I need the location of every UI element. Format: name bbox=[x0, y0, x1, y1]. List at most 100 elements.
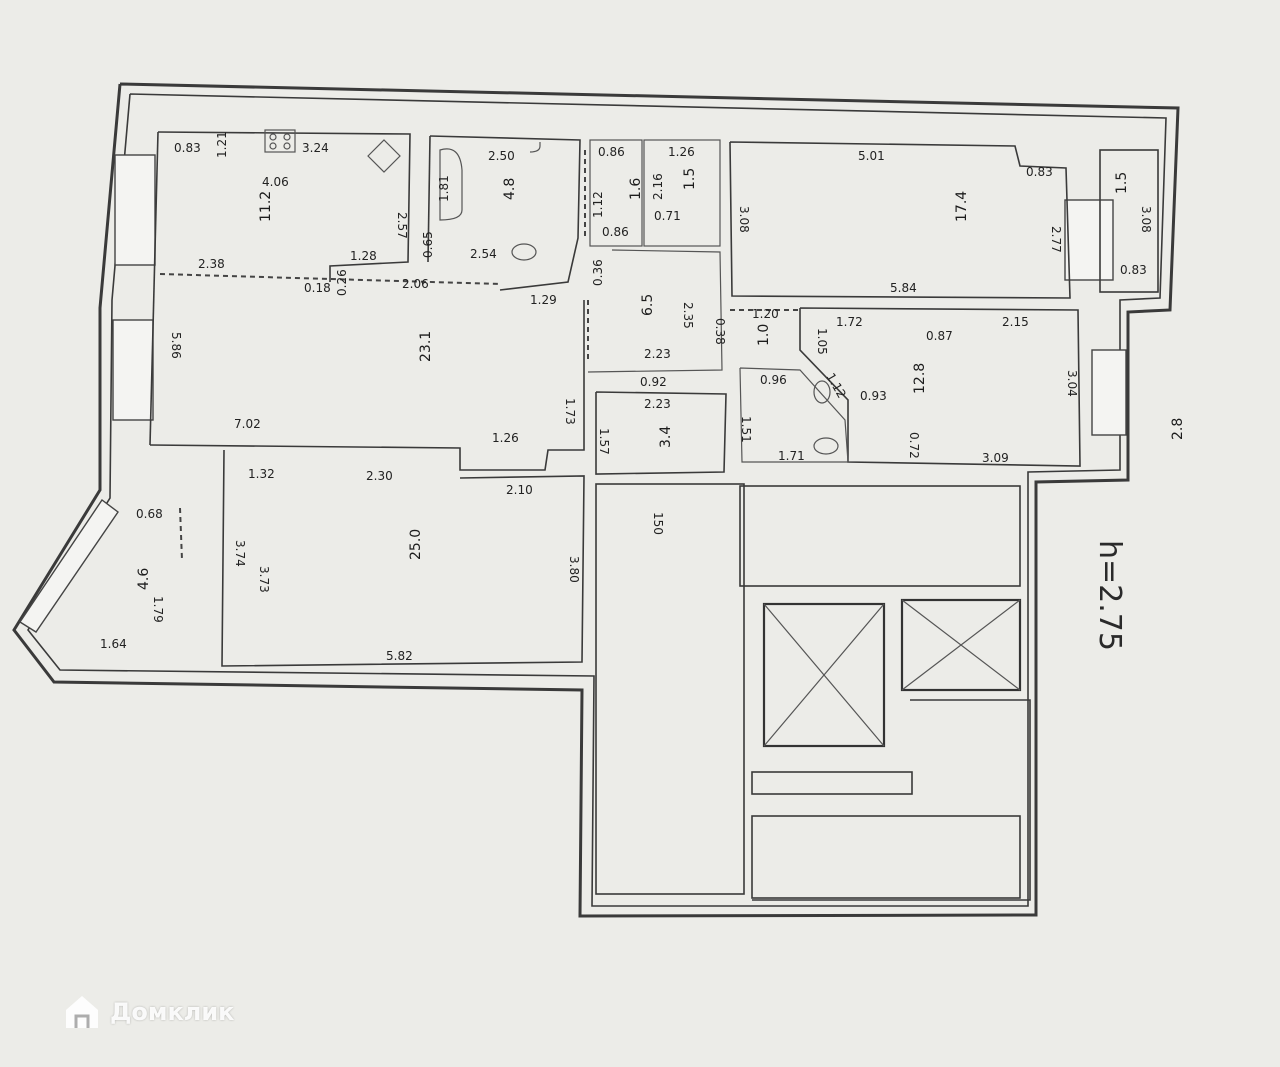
room-labels: 11.2 23.1 25.0 4.8 17.4 12.8 6.5 3.4 1.0… bbox=[136, 168, 1186, 590]
dim-label: 1.29 bbox=[530, 293, 557, 307]
dim-label: 5.01 bbox=[858, 149, 885, 163]
dim-label: 0.86 bbox=[598, 145, 625, 159]
dim-label: 3.08 bbox=[1139, 206, 1153, 233]
dim-label: 2.57 bbox=[395, 212, 409, 239]
toilet-icon-bath bbox=[529, 142, 541, 153]
dim-label: 1.20 bbox=[752, 307, 779, 321]
dim-label: 1.28 bbox=[350, 249, 377, 263]
sink-icon-wc bbox=[813, 437, 839, 455]
dim-label: 1.64 bbox=[100, 637, 127, 651]
window-room-8 bbox=[1091, 349, 1127, 436]
dim-label: 0.87 bbox=[926, 329, 953, 343]
room-2-label: 25.0 bbox=[408, 529, 424, 560]
dim-label: 1.79 bbox=[151, 596, 165, 623]
room-9-label: 2.8 bbox=[1170, 418, 1186, 440]
toilet-icon bbox=[813, 380, 831, 404]
dim-label: 5.82 bbox=[386, 649, 413, 663]
dim-label: 3.09 bbox=[982, 451, 1009, 465]
room-7-label: 17.4 bbox=[954, 191, 970, 222]
ceiling-height-label: h=2.75 bbox=[1092, 540, 1127, 651]
dim-label: 4.06 bbox=[262, 175, 289, 189]
dimension-labels: 0.83 1.21 3.24 4.06 2.57 2.38 1.28 0.18 … bbox=[100, 131, 1153, 663]
dim-label: 0.93 bbox=[860, 389, 887, 403]
dim-label: 0.83 bbox=[174, 141, 201, 155]
elevator-shaft-2 bbox=[900, 598, 1022, 692]
dim-label: 2.35 bbox=[681, 302, 695, 329]
dim-label: 2.38 bbox=[198, 257, 225, 271]
dim-label: 0.36 bbox=[591, 259, 605, 286]
brand-name: Домклик bbox=[110, 998, 235, 1026]
dim-label: 2.23 bbox=[644, 347, 671, 361]
dim-label: 2.23 bbox=[644, 397, 671, 411]
dim-label: 0.86 bbox=[602, 225, 629, 239]
dim-label: 2.06 bbox=[402, 277, 429, 291]
dim-label: 1.26 bbox=[668, 145, 695, 159]
dim-label: 1.72 bbox=[836, 315, 863, 329]
dim-label: 3.74 bbox=[233, 540, 247, 567]
dim-label: 2.77 bbox=[1049, 226, 1063, 253]
dim-label: 5.86 bbox=[169, 332, 183, 359]
room-8-label: 12.8 bbox=[912, 363, 928, 394]
dim-label: 1.12 bbox=[591, 191, 605, 218]
dim-label: 1.71 bbox=[778, 449, 805, 463]
dim-label: 0.71 bbox=[654, 209, 681, 223]
dim-label: 0.65 bbox=[421, 231, 435, 258]
dim-label: 0.92 bbox=[640, 375, 667, 389]
dim-label: 2.16 bbox=[651, 173, 665, 200]
dim-label: 2.10 bbox=[506, 483, 533, 497]
room-12-label: 3.4 bbox=[658, 426, 674, 448]
elevator-shaft-1 bbox=[762, 602, 886, 748]
dim-label: 0.96 bbox=[760, 373, 787, 387]
dim-label: 0.26 bbox=[335, 269, 349, 296]
elevator-shafts bbox=[752, 598, 1031, 901]
dim-label: 1.21 bbox=[215, 131, 229, 158]
washbasin-icon bbox=[511, 243, 537, 261]
dim-label: 3.73 bbox=[257, 566, 271, 593]
windows bbox=[19, 154, 1127, 633]
dim-label: 7.02 bbox=[234, 417, 261, 431]
room-6-label: 1.5 bbox=[1114, 172, 1130, 194]
dim-label: 3.08 bbox=[737, 206, 751, 233]
interior-walls bbox=[149, 131, 1159, 899]
dim-label: 1.73 bbox=[563, 398, 577, 425]
room-10-label: 6.5 bbox=[640, 294, 656, 316]
dim-label: 5.84 bbox=[890, 281, 917, 295]
dim-label: 1.26 bbox=[492, 431, 519, 445]
dashed-partitions bbox=[159, 150, 800, 561]
dim-label: 1.81 bbox=[437, 175, 451, 202]
room-11-label: 1.0 bbox=[756, 324, 772, 346]
watermark-brand: Домклик bbox=[62, 992, 234, 1032]
dim-label: 0.18 bbox=[304, 281, 331, 295]
dim-label: 150 bbox=[651, 512, 665, 535]
room-14-label: 1.6 bbox=[628, 178, 644, 200]
window-room-7 bbox=[1064, 199, 1114, 281]
sink-icon bbox=[367, 139, 401, 173]
dim-label: 3.24 bbox=[302, 141, 329, 155]
window-balcony bbox=[19, 498, 119, 633]
room-5-label: 4.8 bbox=[502, 178, 518, 200]
dim-label: 1.51 bbox=[739, 416, 753, 443]
room-3-label: 4.6 bbox=[136, 568, 152, 590]
dim-label: 2.15 bbox=[1002, 315, 1029, 329]
bathtub-icon bbox=[439, 148, 463, 221]
dim-label: 2.50 bbox=[488, 149, 515, 163]
house-logo-icon bbox=[66, 996, 98, 1028]
dim-label: 0.83 bbox=[1120, 263, 1147, 277]
dim-label: 0.38 bbox=[713, 318, 727, 345]
dim-label: 3.04 bbox=[1065, 370, 1079, 397]
stove-icon bbox=[264, 129, 296, 153]
room-13-label: 1.5 bbox=[682, 168, 698, 190]
dim-label: 1.57 bbox=[597, 428, 611, 455]
dim-label: 1.05 bbox=[815, 328, 829, 355]
fixtures bbox=[264, 129, 839, 455]
dim-label: 1.32 bbox=[248, 467, 275, 481]
dim-label: 0.83 bbox=[1026, 165, 1053, 179]
room-1-label: 23.1 bbox=[418, 331, 434, 362]
dim-label: 0.72 bbox=[907, 432, 921, 459]
dim-label: 2.30 bbox=[366, 469, 393, 483]
window-room-4 bbox=[114, 154, 156, 266]
dim-label: 0.68 bbox=[136, 507, 163, 521]
dim-label: 2.54 bbox=[470, 247, 497, 261]
